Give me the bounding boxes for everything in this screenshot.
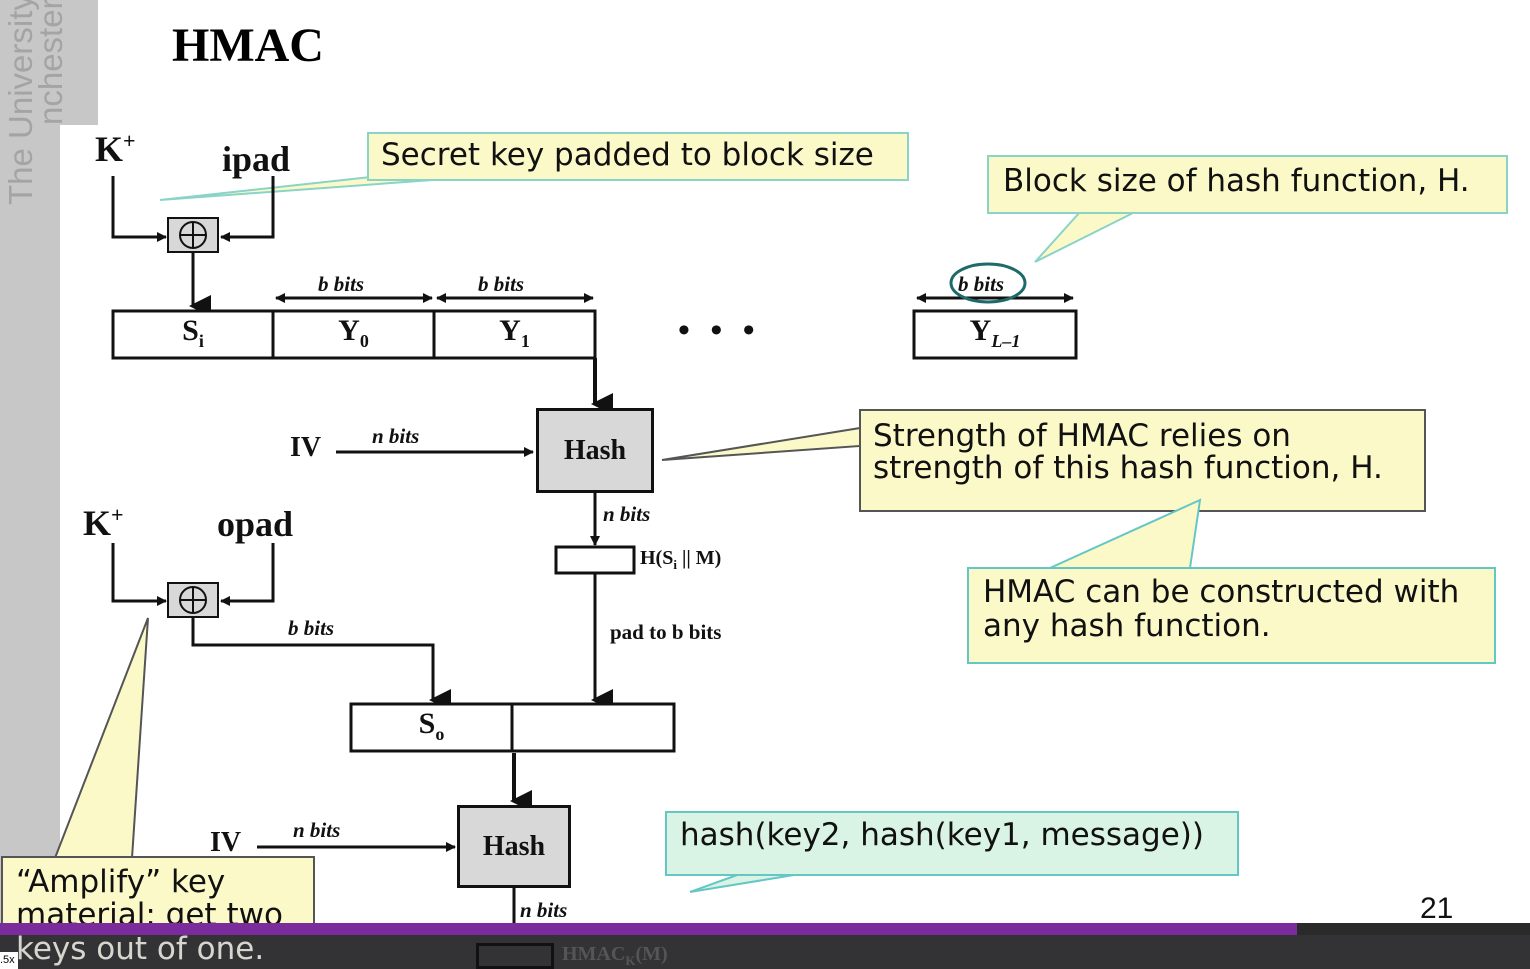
k-plus-bottom-label: K+	[83, 502, 124, 544]
y0-sub: 0	[359, 331, 369, 351]
secret-key-callout-text: Secret key padded to block size	[381, 137, 874, 173]
block-size-callout-pointer	[1034, 211, 1136, 263]
k-plus-bottom-sup: +	[111, 502, 124, 527]
inner-hash-box: Hash	[536, 408, 654, 493]
amplify-line-1: “Amplify” key	[16, 864, 226, 900]
secret-key-callout-box	[367, 132, 909, 181]
k-plus-top-text: K	[95, 129, 124, 169]
outer-hash-box: Hash	[457, 805, 571, 888]
hmac-out-rest: (M)	[635, 943, 668, 965]
strength-line-2: strength of this hash function, H.	[873, 450, 1383, 486]
n-bits-text-4: n bits	[520, 898, 568, 922]
hmac-out-text: HMAC	[562, 943, 626, 965]
n-bits-text-1: n bits	[372, 424, 420, 448]
amplify-line-3: keys out of one.	[16, 932, 265, 967]
pad-to-b-label: pad to b bits	[610, 620, 722, 644]
b-bits-text-2: b bits	[478, 272, 525, 296]
ylm1-text: Y	[969, 314, 992, 347]
b-bits-highlight-circle	[949, 262, 1027, 304]
b-bits-label-3: b bits	[958, 272, 1004, 297]
block-ylm1	[912, 309, 1078, 360]
any-hash-callout-text: HMAC can be constructed with any hash fu…	[983, 575, 1459, 643]
y0-label: Y0	[273, 314, 434, 352]
video-control-bar	[0, 935, 1530, 969]
block-y0	[271, 309, 436, 360]
ylm1-sub: L–1	[991, 331, 1021, 351]
y1-sub: 1	[520, 331, 530, 351]
video-progress-bar[interactable]	[0, 923, 1530, 936]
strength-callout-pointer	[661, 426, 861, 461]
so-sub: o	[435, 724, 445, 744]
iv-top-label: IV	[290, 432, 322, 463]
y1-label: Y1	[434, 314, 595, 352]
page-number: 21	[1420, 892, 1454, 925]
formula-callout-text: hash(key2, hash(key1, message))	[680, 817, 1204, 853]
any-hash-callout-box	[967, 567, 1496, 664]
inner-hash-output-box	[554, 545, 636, 575]
b-bits-label-4: b bits	[288, 616, 334, 641]
n-bits-label-1: n bits	[372, 424, 419, 449]
opad-label: opad	[217, 504, 294, 544]
b-bits-label-2: b bits	[478, 272, 524, 297]
n-bits-label-2: n bits	[603, 502, 650, 527]
k-plus-top-label: K+	[95, 128, 136, 170]
formula-callout-box	[665, 811, 1239, 876]
block-so	[349, 702, 514, 753]
strength-callout-text: Strength of HMAC relies on strength of t…	[873, 420, 1383, 484]
strength-line-1: Strength of HMAC relies on	[873, 418, 1291, 454]
slide-title: HMAC	[172, 19, 324, 72]
ellipsis: • • •	[678, 312, 761, 349]
block-inner-hash	[510, 702, 676, 753]
k-plus-bottom-text: K	[83, 503, 112, 543]
block-si	[111, 309, 275, 360]
inner-hash-output-label: H(Si || M)	[640, 547, 721, 573]
b-bits-text-1: b bits	[318, 272, 365, 296]
so-text: S	[418, 707, 436, 740]
xor-top-lines	[111, 176, 275, 317]
h-si-m-text: H(S	[640, 547, 674, 569]
n-bits-label-4: n bits	[520, 898, 567, 923]
block-size-callout-box	[987, 155, 1508, 214]
b-bits-text-4: b bits	[288, 616, 335, 640]
playback-speed-button[interactable]: .5x	[0, 952, 18, 969]
so-label: So	[351, 707, 512, 745]
block-size-callout-text: Block size of hash function, H.	[1003, 163, 1470, 199]
hmac-output-label: HMACK(M)	[562, 943, 668, 969]
strength-callout-box	[859, 409, 1426, 512]
b-bits-label-1: b bits	[318, 272, 364, 297]
si-text: S	[182, 314, 199, 347]
n-bits-text-2: n bits	[603, 502, 651, 526]
iv-bottom-label: IV	[210, 827, 242, 858]
sidebar-strip	[0, 0, 60, 969]
video-progress-fill	[0, 923, 1298, 936]
hmac-output-box	[476, 943, 554, 969]
n-bits-label-3: n bits	[293, 818, 340, 843]
n-bits-text-3: n bits	[293, 818, 341, 842]
ylm1-label: YL–1	[914, 314, 1076, 352]
any-hash-line-1: HMAC can be constructed with	[983, 574, 1460, 610]
any-hash-line-2: any hash function.	[983, 608, 1271, 644]
university-logo-area	[0, 0, 98, 125]
ipad-label: ipad	[222, 139, 291, 179]
h-si-m-sub: i	[673, 557, 677, 572]
block-y1	[432, 309, 597, 360]
si-label: Si	[113, 314, 273, 352]
h-si-m-rest: || M)	[676, 547, 722, 569]
y0-text: Y	[338, 314, 360, 347]
y1-text: Y	[499, 314, 521, 347]
formula-callout-pointer	[689, 873, 801, 893]
si-sub: i	[198, 331, 204, 351]
b-bits-text-3: b bits	[958, 272, 1005, 296]
amplify-callout-pointer	[53, 617, 149, 859]
hmac-out-sub: K	[625, 953, 636, 968]
xor-bottom-lines	[111, 543, 451, 711]
k-plus-top-sup: +	[123, 128, 136, 153]
